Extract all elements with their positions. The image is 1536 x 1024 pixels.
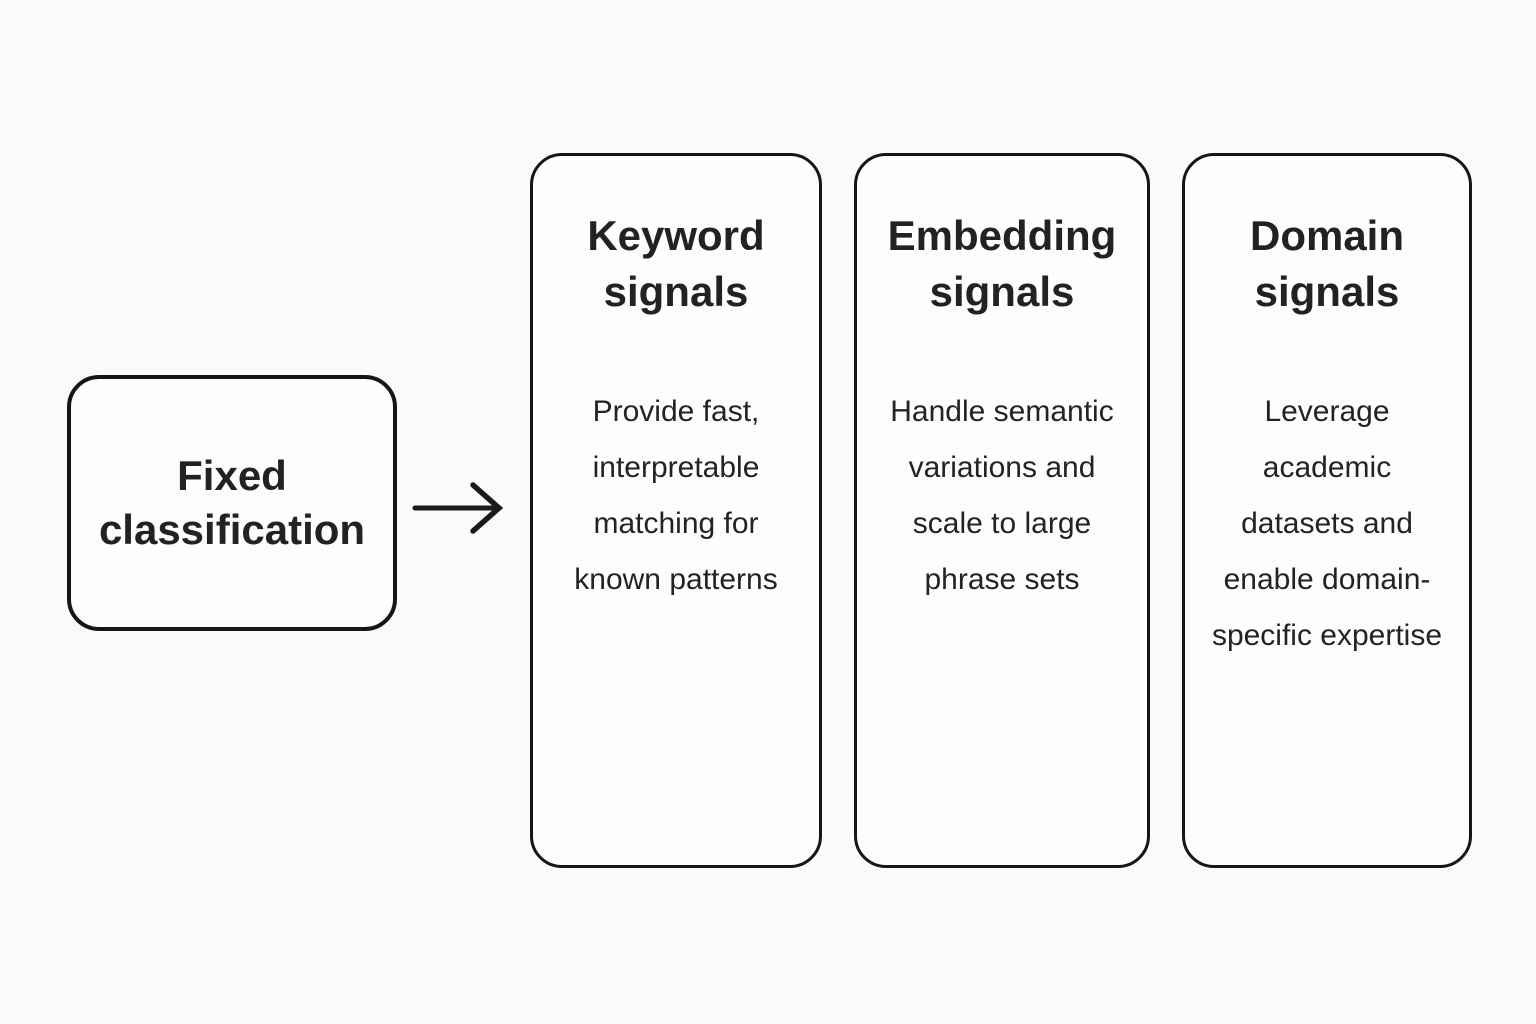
fixed-classification-label: Fixed classification <box>98 452 366 553</box>
domain-signals-description: Leverage academic datasets and enable do… <box>1211 395 1443 652</box>
keyword-signals-title: Keyword signals <box>587 212 765 315</box>
domain-signals-card: Domain signals Leverage academic dataset… <box>1182 153 1472 868</box>
right-arrow-icon <box>412 482 504 534</box>
embedding-signals-title: Embedding signals <box>887 212 1117 315</box>
domain-signals-title: Domain signals <box>1249 212 1404 315</box>
fixed-classification-box: Fixed classification <box>67 375 397 631</box>
embedding-signals-description: Handle semantic variations and scale to … <box>890 395 1114 596</box>
embedding-signals-card: Embedding signals Handle semantic variat… <box>854 153 1150 868</box>
keyword-signals-card: Keyword signals Provide fast, interpreta… <box>530 153 822 868</box>
keyword-signals-description: Provide fast, interpretable matching for… <box>574 395 778 596</box>
